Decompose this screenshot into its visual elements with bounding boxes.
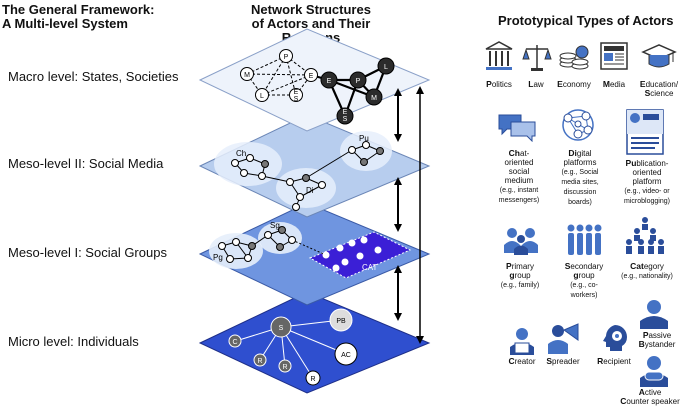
network-heading-line1: Network Structures <box>251 2 371 17</box>
actor-primary-group: Primary group (e.g., family) <box>500 261 540 290</box>
meso1-label-sg: Sg <box>270 221 280 230</box>
micro-label-pb: PB <box>336 318 346 325</box>
macro-node-label: E <box>343 109 348 116</box>
framework-heading: The General Framework: A Multi-level Sys… <box>2 3 154 31</box>
actor-law: Law <box>528 79 544 90</box>
education-icon <box>641 44 677 68</box>
actor-secondary-group: Secondary group (e.g., co-workers) <box>564 261 604 300</box>
macro-node-label: M <box>244 72 250 79</box>
actor-creator: Creator <box>508 356 536 367</box>
macro-node-label: S <box>294 96 299 103</box>
spreader-icon <box>548 323 579 354</box>
macro-node-label: P <box>356 78 361 85</box>
macro-node-label: E <box>309 73 314 80</box>
meso1-label-pg: Pg <box>213 253 223 262</box>
media-icon <box>600 42 628 70</box>
publication-platform-icon <box>626 109 664 155</box>
macro-node-label: E <box>327 78 332 85</box>
active-counter-speaker-icon <box>640 356 668 387</box>
actor-education: Education/Science <box>639 79 679 99</box>
secondary-group-icon <box>567 224 602 255</box>
chat-icon <box>498 114 536 142</box>
micro-label-s: S <box>279 325 284 332</box>
passive-bystander-icon <box>640 300 668 329</box>
actor-media: Media <box>602 79 626 90</box>
meso1-plane <box>198 202 431 306</box>
meso1-network: Pg Sg CAT <box>209 221 412 279</box>
actor-category: Category (e.g., nationality) <box>621 261 673 281</box>
micro-label-r: R <box>282 364 287 371</box>
meso2-label-ch: Ch <box>236 149 246 158</box>
meso2-level-label: Meso-level II: Social Media <box>8 156 164 171</box>
micro-label-c: C <box>232 339 237 346</box>
macro-node-label: M <box>371 95 377 102</box>
macro-network: P M E L E S L E P M E S <box>240 49 395 125</box>
law-icon <box>522 45 552 71</box>
micro-label-r: R <box>257 358 262 365</box>
micro-plane <box>198 291 431 394</box>
actor-politics: Politics <box>486 79 512 90</box>
framework-heading-line2: A Multi-level System <box>2 16 128 31</box>
actors-heading: Prototypical Types of Actors <box>498 13 674 28</box>
meso2-label-di: Di <box>306 186 314 195</box>
macro-level-label: Macro level: States, Societies <box>8 69 179 84</box>
network-heading: Network Structures of Actors and Their R… <box>226 3 396 45</box>
actor-spreader: Spreader <box>546 356 580 367</box>
actor-economy: Economy <box>557 79 591 90</box>
meso2-network: Ch Pu Di <box>214 131 392 211</box>
economy-icon <box>559 45 589 70</box>
macro-node-label: L <box>384 64 388 71</box>
macro-node-label: L <box>260 93 264 100</box>
macro-node-label: S <box>343 116 348 123</box>
primary-group-icon <box>504 228 538 255</box>
category-icon <box>626 217 664 254</box>
actor-recipient: Recipient <box>597 356 631 367</box>
recipient-icon <box>603 325 627 351</box>
macro-node-label: E <box>294 89 299 96</box>
meso1-level-label: Meso-level I: Social Groups <box>8 245 167 260</box>
creator-icon <box>510 328 534 355</box>
macro-node-label: P <box>284 54 289 61</box>
meso1-label-cat: CAT <box>362 263 378 272</box>
digital-platform-icon <box>562 109 594 141</box>
micro-level-label: Micro level: Individuals <box>8 334 139 349</box>
meso2-label-pu: Pu <box>359 134 369 143</box>
politics-icon <box>485 41 513 70</box>
framework-heading-line1: The General Framework: <box>2 2 155 17</box>
meso2-plane <box>198 114 431 218</box>
micro-label-ac: AC <box>341 352 351 359</box>
micro-network: S PB AC C R R R <box>228 308 358 386</box>
micro-label-r: R <box>310 376 315 383</box>
